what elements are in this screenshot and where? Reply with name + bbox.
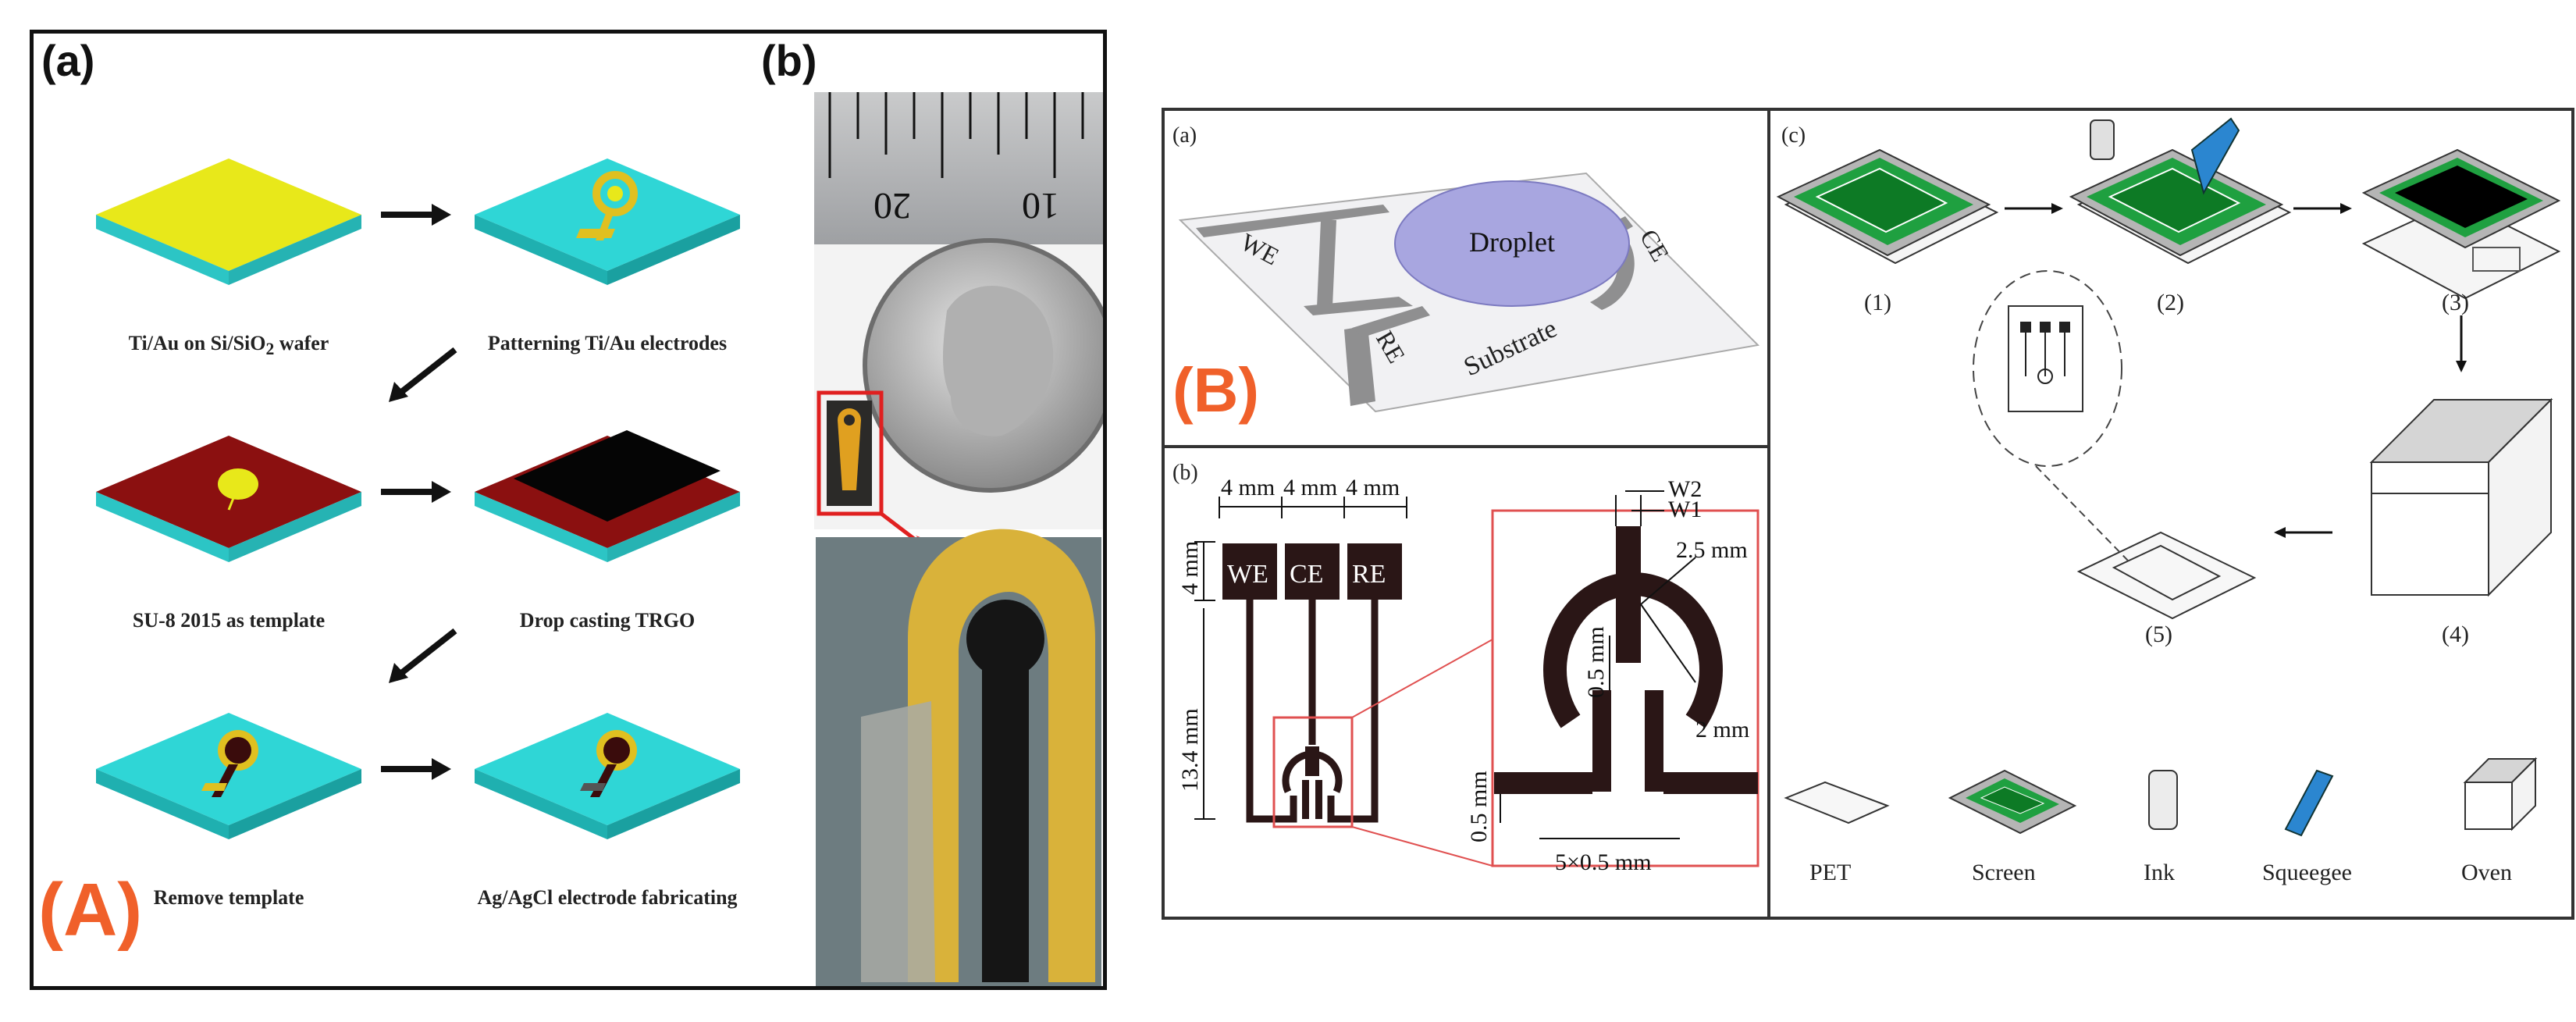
dim-w1: W1 (1668, 497, 1702, 522)
panel-a: (a) (b) (30, 30, 1107, 990)
step-label-3: (3) (2442, 290, 2469, 315)
arrow-right-2 (381, 481, 451, 503)
arrow-c2 (2293, 203, 2352, 214)
big-label-b: (B) (1172, 355, 1260, 425)
zoom-bubble (1973, 270, 2122, 467)
ruler-mark-20: 20 (873, 185, 911, 226)
legend-oven: Oven (2461, 860, 2512, 885)
step-label-4: (4) (2442, 621, 2469, 647)
caption-step2: Patterning Ti/Au electrodes (487, 332, 728, 354)
zoom-box-large (1491, 509, 1759, 867)
label-b: (b) (761, 36, 817, 85)
step1-screen (1776, 148, 1999, 265)
divider-horizontal (1165, 445, 1767, 448)
legend-icons (1784, 757, 2538, 837)
dim-2mm: 2 mm (1695, 717, 1749, 742)
dim-0-5mm-bottom: 0.5 mm (1466, 771, 1492, 842)
zoom-box (817, 390, 884, 516)
step-label-2: (2) (2157, 290, 2184, 315)
ink-cylinder (2090, 119, 2115, 160)
sub-label-b: (b) (1172, 461, 1198, 485)
step5-sheet (1973, 270, 2257, 620)
pad-ce (1285, 543, 1340, 600)
legend-screen: Screen (1972, 860, 2036, 885)
re-label-b: RE (1352, 560, 1386, 589)
pad-we (1222, 543, 1277, 600)
device-photo: 20 10 (814, 92, 1103, 986)
arrow-c1 (2005, 203, 2063, 214)
squeegee-icon (2284, 769, 2334, 837)
caption-step6: Ag/AgCl electrode fabricating (477, 886, 738, 909)
legend-ink: Ink (2144, 860, 2175, 885)
screen-printing-process: (1) (2) (3) (4) (5) PET Screen Ink Squee… (1776, 117, 2561, 885)
sub-label-c: (c) (1781, 123, 1806, 148)
dim-13-4mm: 13.4 mm (1177, 708, 1203, 792)
arrow-diag-1 (389, 347, 457, 402)
step6-agagcl (475, 713, 740, 839)
dim-4mm-height: 4 mm (1177, 541, 1203, 595)
label-a: (a) (41, 36, 95, 85)
pet-icon (1784, 781, 1890, 824)
dim-4mm-c: 4 mm (1346, 475, 1400, 500)
caption-step5: Remove template (153, 886, 304, 909)
squeegee-blade (2190, 117, 2240, 195)
step3-su8 (96, 436, 361, 562)
big-label-a: (A) (38, 868, 143, 952)
step2-squeegee (2069, 117, 2292, 265)
caption-step4: Drop casting TRGO (519, 609, 696, 632)
arrow-diag-2 (389, 628, 457, 683)
divider-vertical (1767, 111, 1770, 917)
arrow-c4 (2274, 527, 2332, 538)
arrow-c3 (2456, 315, 2467, 372)
dim-2-5mm: 2.5 mm (1676, 537, 1748, 563)
dim-0-5mm-gap: 0.5 mm (1583, 626, 1609, 698)
caption-step1: Ti/Au on Si/SiO2 wafer (128, 332, 329, 359)
legend-squeegee: Squeegee (2262, 860, 2352, 885)
dim-5x0-5mm: 5×0.5 mm (1555, 849, 1652, 875)
ruler-mark-10: 10 (1022, 185, 1059, 226)
droplet-label: Droplet (1469, 226, 1555, 258)
step2-patterned (475, 158, 740, 285)
pad-re (1347, 543, 1402, 600)
step-label-5: (5) (2145, 621, 2172, 647)
arrow-right-1 (381, 204, 451, 226)
dim-w2: W2 (1668, 476, 1702, 502)
step4-oven (2369, 397, 2553, 597)
dim-4mm-b: 4 mm (1283, 475, 1337, 500)
zoom-box-small (1272, 716, 1354, 828)
ink-icon (2148, 770, 2178, 830)
panel-b: (a) (b) (c) Droplet WE CE RE Substrate (… (1162, 108, 2574, 920)
step1-wafer (96, 158, 361, 285)
legend-pet: PET (1809, 860, 1851, 885)
droplet-diagram: Droplet WE CE RE Substrate (1178, 172, 1760, 413)
arrow-right-3 (381, 758, 451, 780)
step5-remove (96, 713, 361, 839)
ce-label-b: CE (1290, 560, 1323, 589)
step3-printed (2361, 148, 2561, 300)
droplet (1394, 180, 1630, 307)
caption-step3: SU-8 2015 as template (132, 609, 326, 632)
fabrication-process-diagram (96, 158, 740, 839)
step-label-1: (1) (1864, 290, 1891, 315)
sub-label-a: (a) (1172, 123, 1197, 148)
we-label-b: WE (1227, 560, 1268, 589)
step4-trgo (475, 430, 740, 562)
electrode-dimensions: 4 mm 4 mm 4 mm 4 mm 13.4 mm WE CE RE (1177, 475, 1759, 875)
dim-4mm-a: 4 mm (1221, 475, 1275, 500)
